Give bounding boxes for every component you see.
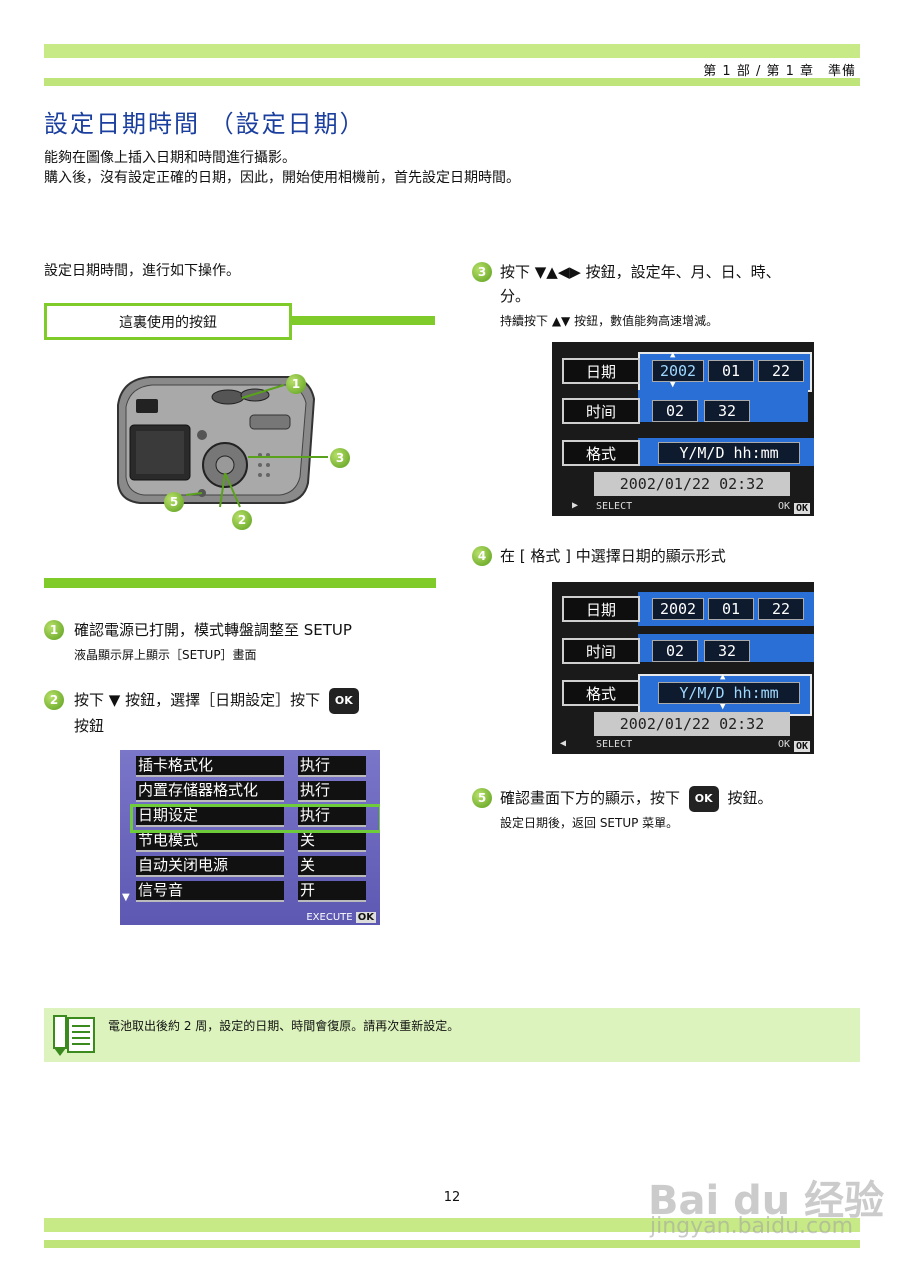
menu-value-auto-power-off: 关 (298, 856, 366, 877)
date-label: 日期 (562, 358, 640, 384)
menu-item-date-setting: 日期设定 (136, 806, 284, 827)
date-label-2: 日期 (562, 596, 640, 622)
menu-footer-ok: OK (355, 912, 376, 923)
section-divider (44, 578, 436, 588)
menu-item-beep: 信号音 (136, 881, 284, 902)
footer-ok-b-2: OK (793, 741, 810, 752)
current-datetime: 2002/01/22 02:32 (594, 472, 790, 496)
page-number: 12 (443, 1190, 461, 1205)
step-2-text-b: 按鈕 (74, 717, 105, 735)
step-5-text: 確認畫面下方的顯示，按下 OK 按鈕。 (500, 786, 772, 812)
chapter-label: 第 1 部 / 第 1 章 準備 (703, 64, 856, 79)
buttons-used-line (290, 316, 435, 325)
ok-button-icon-2: OK (688, 786, 719, 812)
footer-bar-bottom (44, 1240, 860, 1248)
day-value-2: 22 (758, 598, 804, 620)
step-2-text: 按下 ▼ 按鈕，選擇［日期設定］按下 OK 按鈕 (74, 688, 434, 738)
up-arrow-icon: ▲ (670, 350, 676, 360)
down-arrow-icon: ▼ (670, 380, 676, 390)
hour-value-2: 02 (652, 640, 698, 662)
month-value: 01 (708, 360, 754, 382)
step-3-sub: 持續按下 ▲▼ 按鈕，數值能夠高速增減。 (500, 314, 719, 328)
up-arrow-icon-2: ▲ (720, 672, 726, 682)
left-arrow-icon: ◀ (560, 738, 567, 749)
footer-select: SELECT (596, 501, 633, 512)
down-arrow-icon-2: ▼ (720, 702, 726, 712)
callout-3: 3 (330, 448, 350, 468)
page-title: 設定日期時間 （設定日期） (44, 110, 366, 138)
menu-item-auto-power-off: 自动关闭电源 (136, 856, 284, 877)
step-5-text-a: 確認畫面下方的顯示，按下 (500, 789, 681, 807)
scroll-down-icon: ▼ (122, 892, 130, 903)
menu-footer-label: EXECUTE (306, 912, 353, 923)
tip-box (44, 1008, 860, 1062)
menu-value-internal-format: 执行 (298, 781, 366, 802)
step-3-text-2: 分。 (500, 287, 531, 305)
menu-item-card-format: 插卡格式化 (136, 756, 284, 777)
tip-text: 電池取出後約 2 周，設定的日期、時間會復原。請再次重新設定。 (108, 1019, 460, 1033)
menu-footer: EXECUTE OK (306, 912, 376, 923)
ok-button-icon: OK (328, 688, 359, 714)
step-1-text: 確認電源已打開，模式轉盤調整至 SETUP (74, 621, 352, 639)
time-label: 时间 (562, 398, 640, 424)
footer-ok-b: OK (793, 503, 810, 514)
footer-ok-a-2: OK (777, 739, 790, 750)
menu-value-card-format: 执行 (298, 756, 366, 777)
footer-select-2: SELECT (596, 739, 633, 750)
buttons-used-label: 這裏使用的按鈕 (119, 314, 217, 331)
hour-value: 02 (652, 400, 698, 422)
year-value-2: 2002 (652, 598, 704, 620)
time-label-2: 时间 (562, 638, 640, 664)
callout-5: 5 (164, 492, 184, 512)
format-value: Y/M/D hh:mm (658, 442, 800, 464)
step-5-number: 5 (472, 788, 492, 808)
lead-text: 設定日期時間，進行如下操作。 (44, 263, 240, 279)
step-4-number: 4 (472, 546, 492, 566)
format-label-2: 格式 (562, 680, 640, 706)
buttons-used-box: 這裏使用的按鈕 (44, 303, 292, 340)
step-3-number: 3 (472, 262, 492, 282)
step-4-text: 在 [ 格式 ] 中選擇日期的顯示形式 (500, 547, 726, 565)
menu-value-date-setting: 执行 (298, 806, 366, 827)
step-2-text-a: 按下 ▼ 按鈕，選擇［日期設定］按下 (74, 691, 321, 709)
step-1-number: 1 (44, 620, 64, 640)
step-2-number: 2 (44, 690, 64, 710)
day-value: 22 (758, 360, 804, 382)
minute-value-2: 32 (704, 640, 750, 662)
year-value: 2002 (652, 360, 704, 382)
lcd-footer: ▶ SELECT OK OK (552, 498, 814, 516)
format-label: 格式 (562, 440, 640, 466)
step-1-sub: 液晶顯示屏上顯示［SETUP］畫面 (74, 648, 257, 662)
header-bar-top (44, 44, 860, 58)
date-setting-screen-2: 日期 2002 01 22 时间 02 32 格式 Y/M/D hh:mm ▲ … (552, 582, 814, 754)
current-datetime-2: 2002/01/22 02:32 (594, 712, 790, 736)
menu-selection-highlight (130, 804, 380, 833)
menu-item-power-save: 节电模式 (136, 831, 284, 852)
footer-ok-a: OK (777, 501, 790, 512)
right-arrow-icon: ▶ (572, 500, 579, 511)
step-5-text-b: 按鈕。 (727, 789, 773, 807)
callout-2: 2 (232, 510, 252, 530)
menu-value-beep: 开 (298, 881, 366, 902)
watermark-url: jingyan.baidu.com (650, 1214, 854, 1239)
minute-value: 32 (704, 400, 750, 422)
date-setting-screen-1: 日期 2002 01 22 ▲ ▼ 时间 02 32 格式 Y/M/D hh:m… (552, 342, 814, 516)
step-5-sub: 設定日期後，返回 SETUP 菜單。 (500, 816, 679, 830)
callout-1: 1 (286, 374, 306, 394)
month-value-2: 01 (708, 598, 754, 620)
menu-value-power-save: 关 (298, 831, 366, 852)
intro-line-1: 能夠在圖像上插入日期和時間進行攝影。 (44, 150, 296, 166)
menu-item-internal-format: 内置存储器格式化 (136, 781, 284, 802)
footer-bar-top (44, 1218, 860, 1232)
camera-illustration (117, 376, 328, 508)
intro-line-2: 購入後，沒有設定正確的日期，因此，開始使用相機前，首先設定日期時間。 (44, 170, 520, 186)
step-3-text: 按下 ▼▲◀▶ 按鈕，設定年、月、日、時、 (500, 263, 781, 281)
format-value-2: Y/M/D hh:mm (658, 682, 800, 704)
header-bar-bottom (44, 78, 860, 86)
lcd-footer-2: ◀ SELECT OK OK (552, 736, 814, 754)
intro-text: 能夠在圖像上插入日期和時間進行攝影。 購入後，沒有設定正確的日期，因此，開始使用… (44, 148, 520, 188)
setup-menu-screen: 插卡格式化 执行 内置存储器格式化 执行 日期设定 执行 节电模式 关 自动关闭… (120, 750, 380, 925)
memo-icon (53, 1015, 95, 1056)
watermark-logo: Bai du 经验 (648, 1178, 885, 1224)
